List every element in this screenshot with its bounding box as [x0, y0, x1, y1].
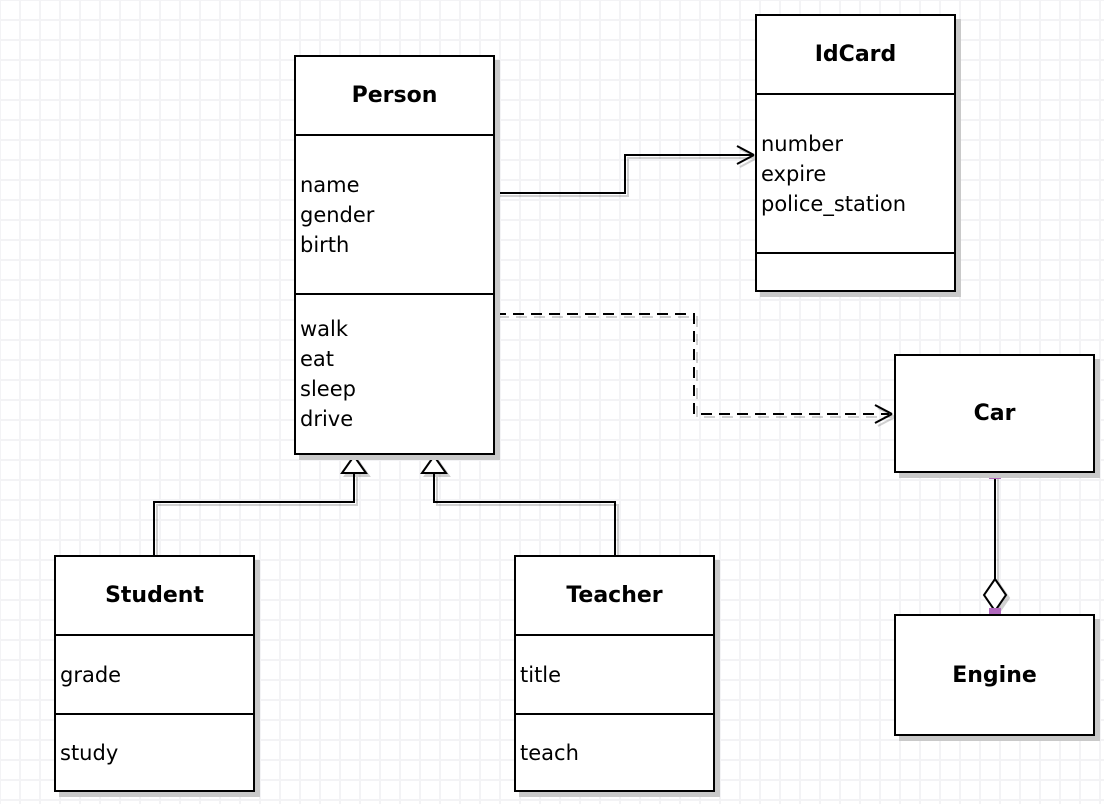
- method-item: teach: [520, 740, 579, 765]
- methods-compartment: walk eat sleep drive: [296, 293, 493, 453]
- attributes-compartment: number expire police_station: [757, 93, 954, 252]
- aggregation-car-engine[interactable]: [982, 474, 1008, 613]
- attribute-item: expire: [761, 161, 827, 186]
- open-arrowhead-icon: [736, 145, 755, 165]
- methods-compartment: study: [56, 713, 253, 790]
- class-box-person[interactable]: Person name gender birth walk eat sleep …: [294, 55, 495, 455]
- methods-compartment: [757, 252, 954, 290]
- attribute-item: gender: [300, 202, 375, 227]
- class-title: Engine: [952, 662, 1037, 688]
- selection-handles: [989, 467, 1001, 620]
- hollow-diamond-icon: [982, 577, 1008, 613]
- method-item: drive: [300, 407, 354, 431]
- methods-compartment: teach: [516, 713, 713, 790]
- hollow-triangle-icon: [340, 454, 368, 474]
- class-box-teacher[interactable]: Teacher title teach: [514, 555, 715, 792]
- class-title: IdCard: [814, 42, 897, 67]
- attributes-compartment: title: [516, 634, 713, 713]
- dependency-person-car[interactable]: [495, 313, 893, 424]
- class-title: Teacher: [566, 583, 663, 608]
- attribute-item: title: [520, 662, 562, 687]
- attribute-item: police_station: [761, 191, 907, 216]
- method-item: walk: [300, 317, 349, 341]
- class-title: Student: [105, 583, 204, 608]
- class-box-engine[interactable]: Engine: [894, 614, 1095, 736]
- class-box-idcard[interactable]: IdCard number expire police_station: [755, 14, 956, 292]
- attribute-item: name: [300, 172, 360, 197]
- class-title: Car: [973, 401, 1016, 426]
- class-box-car[interactable]: Car: [894, 354, 1095, 473]
- generalization-teacher-person[interactable]: [420, 454, 616, 555]
- attributes-compartment: name gender birth: [296, 134, 493, 293]
- attribute-item: grade: [60, 662, 122, 687]
- generalization-student-person[interactable]: [153, 454, 368, 555]
- hollow-triangle-icon: [420, 454, 448, 474]
- attribute-item: birth: [300, 232, 350, 257]
- open-arrowhead-icon: [874, 404, 893, 424]
- association-person-idcard[interactable]: [495, 145, 755, 194]
- attributes-compartment: grade: [56, 634, 253, 713]
- method-item: study: [60, 740, 119, 765]
- class-title: Person: [351, 83, 438, 108]
- method-item: sleep: [300, 377, 356, 401]
- method-item: eat: [300, 347, 335, 371]
- class-box-student[interactable]: Student grade study: [54, 555, 255, 792]
- attribute-item: number: [761, 131, 843, 156]
